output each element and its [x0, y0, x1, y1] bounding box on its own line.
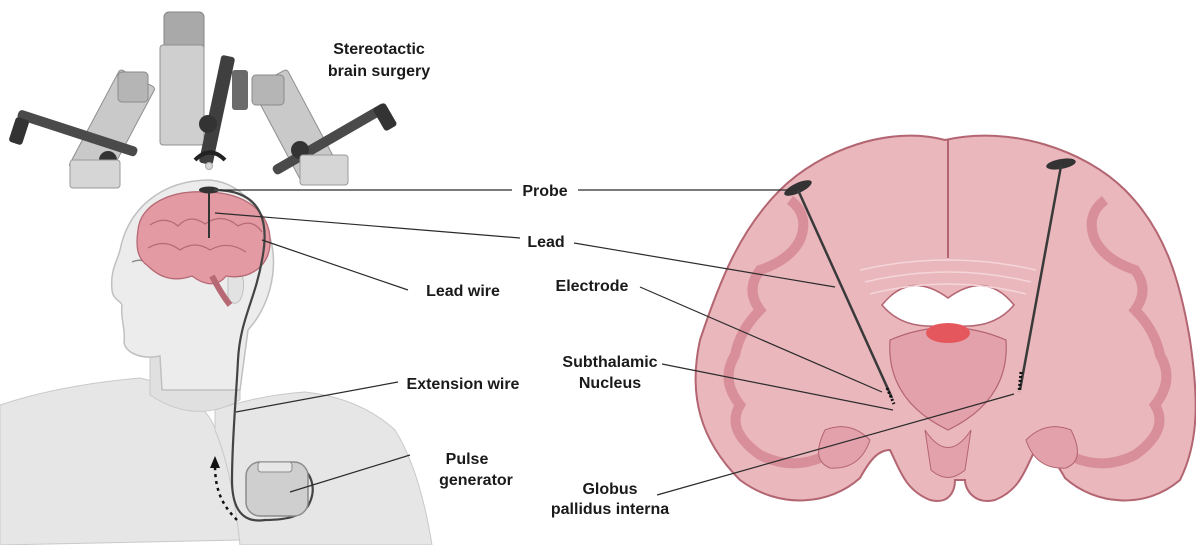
label-globus-2: pallidus interna	[551, 501, 669, 518]
label-pulse-1: Pulse	[446, 451, 489, 468]
label-pulse-2: generator	[439, 472, 513, 489]
stereotactic-frame-left	[8, 69, 155, 188]
label-stereotactic-2: brain surgery	[328, 63, 430, 80]
label-subthalamic-1: Subthalamic	[562, 354, 657, 371]
label-probe: Probe	[522, 183, 567, 200]
label-electrode: Electrode	[556, 278, 629, 295]
stereotactic-frame-right	[252, 69, 398, 185]
label-lead-wire: Lead wire	[426, 283, 500, 300]
label-lead: Lead	[527, 234, 564, 251]
stereotactic-frame-center	[160, 12, 248, 170]
label-extension-wire: Extension wire	[407, 376, 520, 393]
third-ventricle-red	[926, 323, 970, 343]
label-globus-1: Globus	[582, 481, 637, 498]
label-subthalamic-2: Nucleus	[579, 375, 641, 392]
label-stereotactic-1: Stereotactic	[333, 41, 425, 58]
